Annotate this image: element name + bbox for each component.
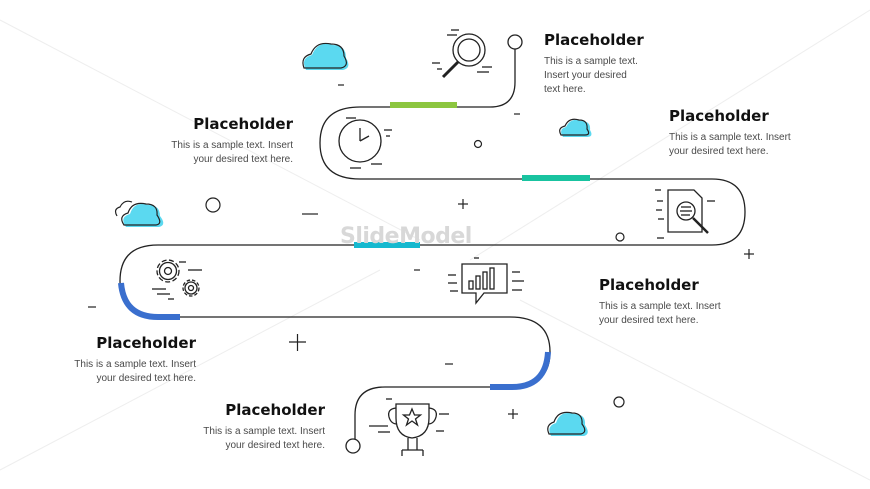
- step-6-text: This is a sample text. Insert your desir…: [203, 426, 325, 451]
- cloud-icon: [559, 118, 592, 137]
- document-search-icon: [655, 189, 715, 239]
- cloud-icon: [302, 42, 349, 70]
- step-2-title: Placeholder: [193, 115, 293, 133]
- trophy-icon: [369, 398, 449, 456]
- step-2-text: This is a sample text. Insert your desir…: [171, 140, 293, 165]
- step-5-text: This is a sample text. Insert your desir…: [599, 301, 721, 326]
- segment-blue-right: [490, 351, 551, 390]
- step-6-block: Placeholder This is a sample text. Inser…: [180, 401, 325, 453]
- step-4-title: Placeholder: [96, 334, 196, 352]
- magnifier-icon: [432, 29, 492, 79]
- step-6-title: Placeholder: [225, 401, 325, 419]
- step-1-block: Placeholder This is a sample text. Inser…: [544, 31, 644, 97]
- gears-icon: [152, 259, 202, 300]
- step-5-title: Placeholder: [599, 276, 699, 294]
- path-end-node: [345, 438, 361, 454]
- cloud-icon: [547, 411, 588, 436]
- step-2-block: Placeholder This is a sample text. Inser…: [150, 115, 293, 167]
- step-1-title: Placeholder: [544, 31, 644, 49]
- chart-bubble-icon: [448, 257, 524, 305]
- step-3-text: This is a sample text. Insert your desir…: [669, 132, 791, 157]
- step-5-block: Placeholder This is a sample text. Inser…: [599, 276, 721, 328]
- background-lines: [0, 9, 870, 481]
- segment-blue-left: [118, 282, 180, 320]
- decorations: [88, 84, 754, 419]
- step-3-title: Placeholder: [669, 107, 769, 125]
- clock-icon: [338, 117, 392, 169]
- path-start-node: [507, 34, 523, 50]
- step-1-text: This is a sample text. Insert your desir…: [544, 56, 638, 95]
- step-4-text: This is a sample text. Insert your desir…: [74, 359, 196, 384]
- cloud-icon: [114, 200, 164, 227]
- watermark: SlideModel: [340, 224, 472, 249]
- step-4-block: Placeholder This is a sample text. Inser…: [50, 334, 196, 386]
- step-3-block: Placeholder This is a sample text. Inser…: [669, 107, 791, 159]
